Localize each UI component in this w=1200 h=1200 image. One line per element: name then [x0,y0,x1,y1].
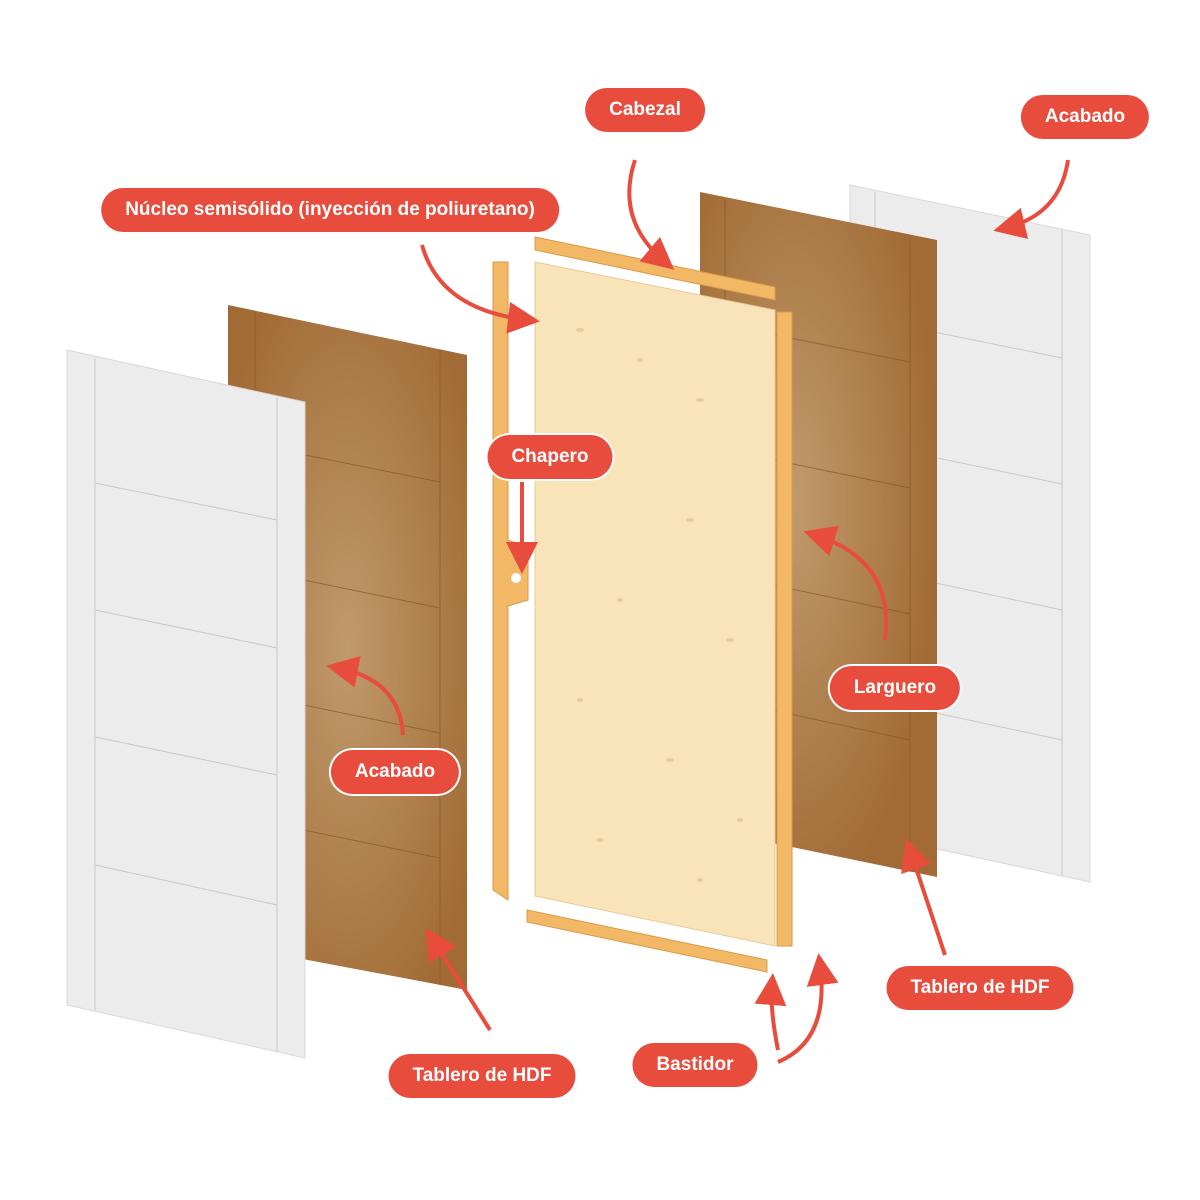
label-tablero-right: Tablero de HDF [886,966,1074,1010]
arrow-cabezal [627,159,675,270]
callout-arrows [326,159,1070,1064]
arrow-tablero-right [901,838,947,956]
arrow-bastidor-1 [754,973,787,1051]
arrow-bastidor-2 [777,953,839,1064]
label-acabado-right: Acabado [1020,95,1150,139]
label-larguero: Larguero [829,666,961,710]
arrow-tablero-left [425,927,492,1032]
arrow-nucleo [420,244,540,334]
arrow-acabado-left [326,656,405,736]
left-stile-with-lock-block [492,261,529,901]
arrow-acabado-right [993,159,1070,239]
arrow-larguero [803,525,889,641]
label-acabado-left: Acabado [330,750,460,794]
bottom-rail [526,909,768,973]
label-bastidor: Bastidor [632,1043,758,1087]
label-chapero: Chapero [487,435,613,479]
semi-solid-core [534,261,776,947]
label-nucleo: Núcleo semisólido (inyección de poliuret… [101,188,559,232]
finish-panel-left [66,349,306,1059]
label-cabezal: Cabezal [585,88,705,132]
label-tablero-left: Tablero de HDF [388,1054,576,1098]
right-stile [776,311,793,947]
